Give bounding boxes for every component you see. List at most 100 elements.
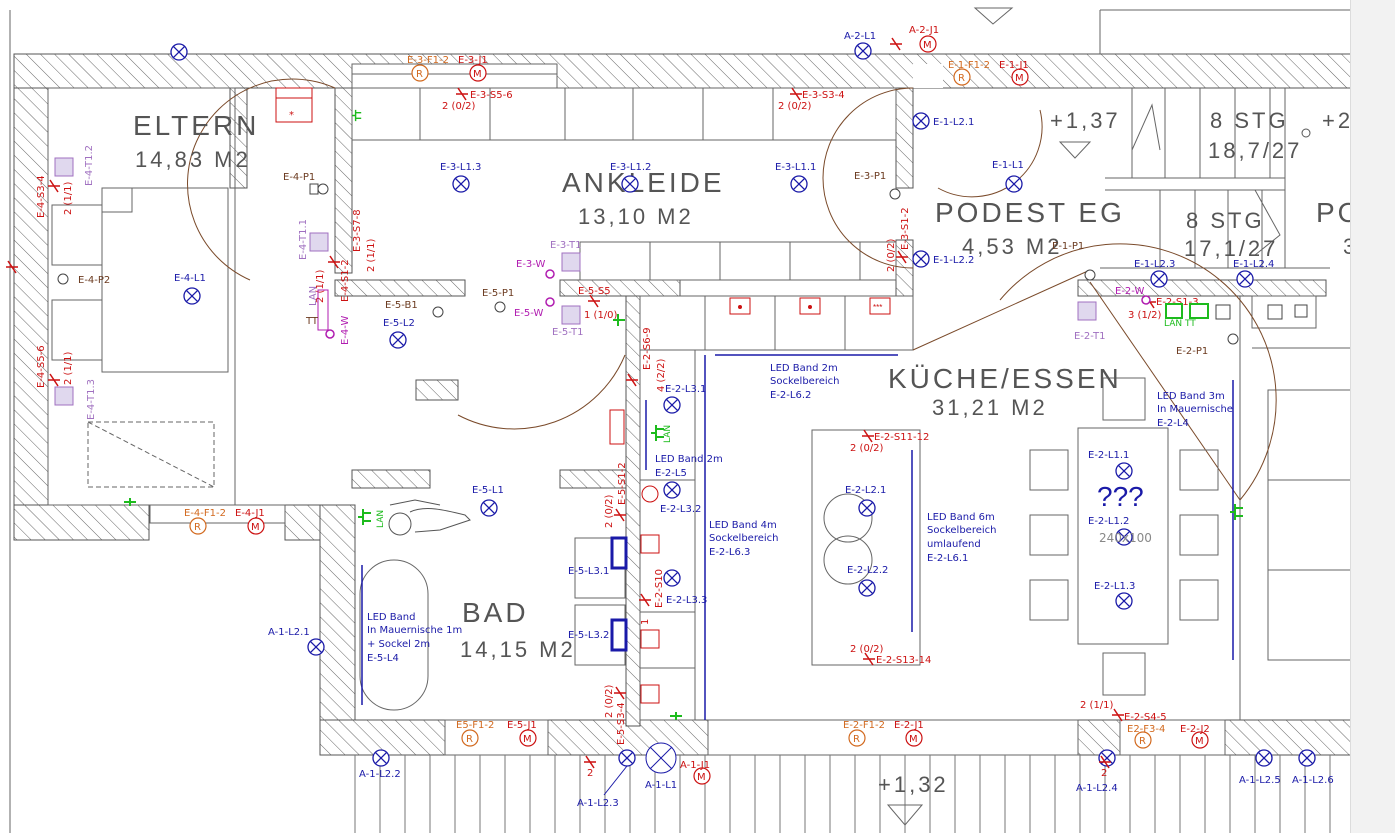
sensor-label: E-2-P1 — [1176, 346, 1208, 357]
led-label: In Mauernische 1m — [367, 625, 462, 636]
stair-label: 8 STG — [1210, 108, 1289, 133]
socket-r-glyph: R — [853, 734, 860, 745]
room-area-eltern: 14,83 M2 — [135, 147, 251, 172]
window-contacts: E-3-W E-5-W E-4-W E-2-W — [325, 259, 1151, 345]
door-swings — [187, 78, 1277, 501]
light-label: E-3-L1.1 — [775, 162, 816, 173]
vertical-scrollbar[interactable] — [1350, 0, 1395, 833]
led-label: E-2-L6.1 — [927, 553, 968, 564]
switch-count: 2 (1/1) — [63, 181, 74, 215]
led-label: LED Band — [367, 612, 415, 623]
switch-label: E-5-S3-4 — [616, 702, 627, 745]
socket-r-glyph: R — [466, 734, 473, 745]
switch-count: 2 (0/2) — [850, 644, 884, 655]
light-label: E-5-L3.1 — [568, 566, 609, 577]
stair-label: 17,1/27 — [1184, 236, 1278, 261]
switch-label: E-2-S4-5 — [1124, 712, 1167, 723]
switch-label: E-4-S1-2 — [340, 259, 351, 302]
socket-label: E-3-J1 — [458, 55, 488, 66]
led-label: Sockelbereich — [770, 376, 840, 387]
led-label: E-2-L4 — [1157, 418, 1189, 429]
socket-m-glyph: M — [523, 734, 532, 745]
socket-r-glyph: R — [958, 73, 965, 84]
socket-m-glyph: M — [473, 69, 482, 80]
switch-count: 2 (0/2) — [886, 238, 897, 272]
switch-label: E-2-S10 — [654, 569, 665, 608]
lights: E-4-L1 E-3-L1.3 E-3-L1.2 E-3-L1.1 E-1-L2… — [170, 31, 1334, 809]
socket-label: E-2-J1 — [894, 720, 924, 731]
thermostat-label: E-3-T1 — [550, 240, 581, 251]
walls — [13, 53, 1353, 756]
socket-label: E-4-J1 — [235, 508, 265, 519]
sensors: E-4-P1 E-4-P2 E-3-P1 E-1-P1 E-5-P1 E-2-P… — [57, 87, 1239, 704]
smoke-detector-icon: * — [289, 110, 294, 121]
led-label: LED Band 3m — [1157, 391, 1225, 402]
light-label: E-1-L2.4 — [1233, 259, 1274, 270]
level-marker: +1,32 — [878, 772, 949, 797]
sensor-label: E-5-P1 — [482, 288, 514, 299]
room-area-ankleide: 13,10 M2 — [578, 204, 694, 229]
light-label: A-1-L2.1 — [268, 627, 310, 638]
thermostat-label: E-4-T1.1 — [298, 219, 309, 260]
light-label: E-3-L1.2 — [610, 162, 651, 173]
switch-label: E-2-S6-9 — [642, 327, 653, 370]
light-label: E-1-L2.3 — [1134, 259, 1175, 270]
led-label: LED Band 2m — [655, 454, 723, 465]
switch-label: E-4-S3-4 — [36, 175, 47, 218]
thermostats: E-4-T1.2 E-4-T1.1 E-4-T1.3 E-3-T1 E-5-T1… — [54, 145, 1105, 420]
switch-count: 2 (0/2) — [604, 494, 615, 528]
svg-text:***: *** — [873, 303, 882, 312]
light-label: E-2-L2.2 — [847, 565, 888, 576]
switch-count: 4 (2/2) — [656, 358, 667, 392]
switch-count: 2 — [587, 768, 593, 779]
led-label: LED Band 4m — [709, 520, 777, 531]
table-question-mark: ??? — [1097, 481, 1144, 512]
light-label: A-1-L2.3 — [577, 798, 619, 809]
light-label: E-4-L1 — [174, 273, 206, 284]
light-label: E-2-L1.1 — [1088, 450, 1129, 461]
socket-r-glyph: R — [194, 522, 201, 533]
lan-label: LAN — [308, 286, 319, 306]
level-marker: +2 — [1322, 108, 1353, 133]
switches: E-3-S5-6 2 (0/2) E-3-S3-4 2 (0/2) E-4-S3… — [5, 37, 1199, 779]
sensor-label: E-3-P1 — [854, 171, 886, 182]
light-label: E-5-L2 — [383, 318, 415, 329]
socket-m-glyph: M — [251, 522, 260, 533]
tt-label: TT — [305, 316, 319, 327]
socket-label: E-2-F1-2 — [843, 720, 885, 731]
switch-label: E-4-S5-6 — [36, 345, 47, 388]
window-contact-label: E-3-W — [516, 259, 545, 270]
led-label: E-2-L6.2 — [770, 390, 811, 401]
sensor-label: E-4-P2 — [78, 275, 110, 286]
room-name-kueche: KÜCHE/ESSEN — [888, 363, 1122, 394]
socket-m-glyph: M — [923, 40, 932, 51]
switch-count: 2 (1/1) — [366, 238, 377, 272]
light-label: E-5-L1 — [472, 485, 504, 496]
stair-label: 18,7/27 — [1208, 138, 1302, 163]
thermostat-label: E-2-T1 — [1074, 331, 1105, 342]
socket-label: E-4-F1-2 — [184, 508, 226, 519]
led-label: + Sockel 2m — [367, 639, 430, 650]
light-label: A-1-L2.4 — [1076, 783, 1118, 794]
switch-count: 2 (0/2) — [850, 443, 884, 454]
socket-m-glyph: M — [697, 772, 706, 783]
switch-count: 2 (1/1) — [63, 351, 74, 385]
room-area-podest: 4,53 M2 — [962, 234, 1063, 259]
switch-count: 2 — [1101, 768, 1107, 779]
switch-count: 3 (1/2) — [1128, 310, 1162, 321]
socket-label: E-3-F1-2 — [407, 55, 449, 66]
switch-label: E-3-S3-4 — [802, 90, 845, 101]
room-name-eltern: ELTERN — [133, 110, 259, 141]
switch-label: E-5-S5 — [578, 286, 611, 297]
light-label: E-2-L3.3 — [666, 595, 707, 606]
window-contact-label: E-4-W — [340, 316, 351, 345]
socket-label: A-2-J1 — [909, 25, 939, 36]
sensor-label: E-4-P1 — [283, 172, 315, 183]
room-area-kueche: 31,21 M2 — [932, 395, 1048, 420]
light-label: E-2-L3.1 — [665, 384, 706, 395]
switch-count: 2 (0/2) — [778, 101, 812, 112]
switch-label: E-3-S1-2 — [900, 207, 911, 250]
light-label: A-1-L2.2 — [359, 769, 401, 780]
network-outlets: LAN LAN LAN TT LAN TT — [124, 109, 1244, 720]
